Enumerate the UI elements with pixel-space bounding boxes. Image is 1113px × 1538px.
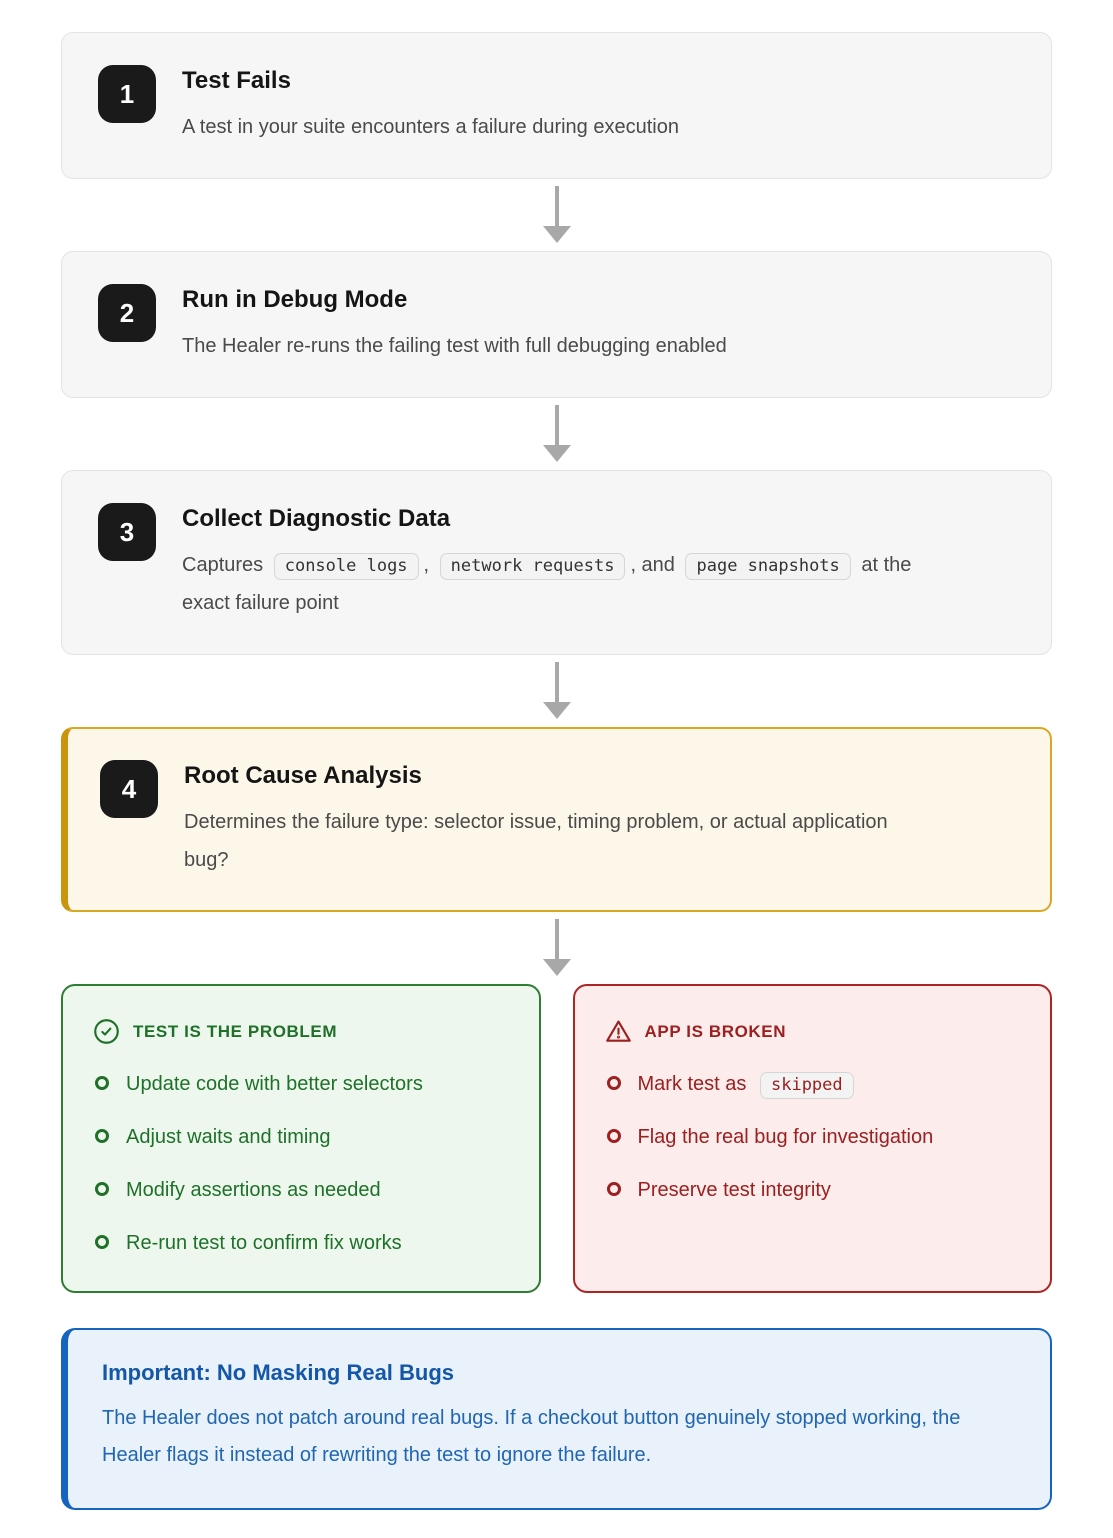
step-card-test-fails: 1 Test Fails A test in your suite encoun… xyxy=(61,32,1052,179)
branch-header: TEST IS THE PROBLEM xyxy=(93,1018,509,1045)
step-number-badge: 4 xyxy=(100,760,158,818)
branch-list-item: Re-run test to confirm fix works xyxy=(93,1229,509,1257)
step-description: A test in your suite encounters a failur… xyxy=(182,116,679,138)
branch-heading: TEST IS THE PROBLEM xyxy=(133,1021,338,1041)
inline-code-chip: page snapshots xyxy=(685,553,851,580)
inline-code-chip: console logs xyxy=(273,553,419,580)
step-card-collect-diagnostic-data: 3 Collect Diagnostic Data Captures conso… xyxy=(61,470,1052,655)
inline-code-chip: skipped xyxy=(759,1072,854,1099)
flow-arrow-down-icon xyxy=(61,655,1052,727)
branch-list-item: Adjust waits and timing xyxy=(93,1123,509,1151)
check-circle-icon xyxy=(93,1018,120,1045)
step-card-root-cause-analysis: 4 Root Cause Analysis Determines the fai… xyxy=(61,727,1052,912)
flow-arrow-down-icon xyxy=(61,179,1052,251)
callout-body: The Healer does not patch around real bu… xyxy=(102,1407,961,1466)
branch-list-item: Preserve test integrity xyxy=(605,1176,1021,1204)
step-card-run-debug-mode: 2 Run in Debug Mode The Healer re-runs t… xyxy=(61,251,1052,398)
step-title: Collect Diagnostic Data xyxy=(182,505,451,532)
step-description: The Healer re-runs the failing test with… xyxy=(182,335,727,357)
branch-list-item: Flag the real bug for investigation xyxy=(605,1123,1021,1151)
step-title: Test Fails xyxy=(182,67,291,94)
warning-triangle-icon xyxy=(605,1018,632,1045)
step-body: Root Cause Analysis Determines the failu… xyxy=(184,760,929,879)
step-description: Determines the failure type: selector is… xyxy=(184,811,888,871)
step-body: Test Fails A test in your suite encounte… xyxy=(182,65,679,146)
branch-header: APP IS BROKEN xyxy=(605,1018,1021,1045)
callout-title: Important: No Masking Real Bugs xyxy=(102,1360,455,1385)
branch-test-is-the-problem: TEST IS THE PROBLEM Update code with bet… xyxy=(61,984,541,1293)
flow-arrow-down-icon xyxy=(61,912,1052,984)
step-number-badge: 2 xyxy=(98,284,156,342)
step-body: Run in Debug Mode The Healer re-runs the… xyxy=(182,284,727,365)
important-callout: Important: No Masking Real Bugs The Heal… xyxy=(61,1328,1052,1510)
flow-diagram: 1 Test Fails A test in your suite encoun… xyxy=(61,0,1052,1538)
branch-heading: APP IS BROKEN xyxy=(644,1021,787,1041)
outcome-branches: TEST IS THE PROBLEM Update code with bet… xyxy=(61,984,1052,1293)
step-title: Root Cause Analysis xyxy=(184,762,422,789)
inline-code-chip: network requests xyxy=(439,553,626,580)
branch-list-item: Modify assertions as needed xyxy=(93,1176,509,1204)
step-number-badge: 1 xyxy=(98,65,156,123)
step-number-badge: 3 xyxy=(98,503,156,561)
step-title: Run in Debug Mode xyxy=(182,286,408,313)
branch-list-item: Mark test as skipped xyxy=(605,1070,1021,1099)
step-description: Captures console logs, network requests,… xyxy=(182,553,912,614)
flow-arrow-down-icon xyxy=(61,398,1052,470)
step-body: Collect Diagnostic Data Captures console… xyxy=(182,503,927,622)
branch-list-item: Update code with better selectors xyxy=(93,1070,509,1098)
